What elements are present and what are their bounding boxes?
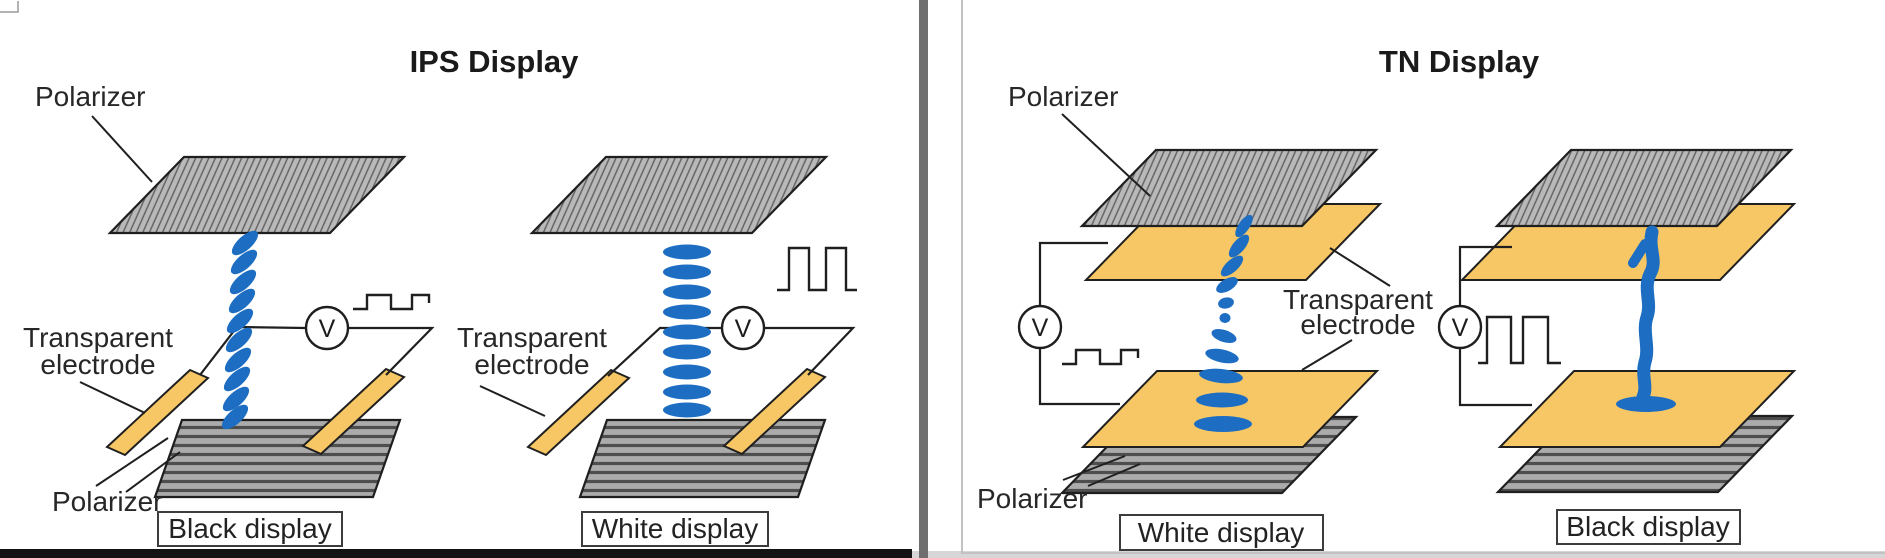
leader-line xyxy=(1062,455,1126,481)
liquid-crystal-twisted-helix xyxy=(1194,214,1253,432)
caption-box xyxy=(1119,514,1324,551)
leader-line xyxy=(1301,339,1353,371)
voltage-source xyxy=(304,305,350,351)
transparent-electrode-label-line1: Transparent xyxy=(1283,284,1433,315)
caption-box xyxy=(1556,509,1741,545)
leader-line xyxy=(91,115,153,183)
polarizer-bottom-label: Polarizer xyxy=(977,483,1087,514)
ips-panel-title: IPS Display xyxy=(410,44,580,79)
polarizer-bottom-label: Polarizer xyxy=(52,486,162,517)
wire-right xyxy=(348,326,435,376)
tn-white-display-diagram: V White display xyxy=(1017,148,1383,551)
top-polarizer xyxy=(1494,148,1794,228)
ips-white-display-diagram: V White display xyxy=(526,155,857,547)
wire-right xyxy=(764,326,856,376)
caption-box xyxy=(581,511,769,547)
caption-box xyxy=(157,511,343,547)
leader-line xyxy=(1087,463,1141,487)
ips-black-display-diagram: V Black display xyxy=(105,155,435,547)
electrode-bar-right xyxy=(301,367,406,456)
liquid-crystal-helix xyxy=(221,230,259,430)
wire-bottom xyxy=(1458,348,1532,407)
leader-line xyxy=(125,451,181,493)
transparent-electrode-label-line1: Transparent xyxy=(23,322,173,353)
electrode-bar-right xyxy=(722,367,827,456)
electrode-bar-left xyxy=(105,368,210,457)
low-voltage-waveform-icon xyxy=(1062,348,1140,366)
wire-top xyxy=(1038,241,1108,306)
voltage-source-label: V xyxy=(319,315,336,343)
caption: White display xyxy=(1138,517,1305,548)
leader-line xyxy=(95,437,169,487)
liquid-crystal-stack xyxy=(663,244,711,418)
liquid-crystal-vertical-aligned xyxy=(1616,225,1676,412)
transparent-electrode-label2-line1: Transparent xyxy=(457,322,607,353)
high-voltage-waveform-icon xyxy=(777,246,857,292)
bottom-frame-bar-left xyxy=(0,549,912,558)
polarizer-top-label: Polarizer xyxy=(1008,81,1118,112)
leader-line xyxy=(1061,113,1151,197)
voltage-source-label: V xyxy=(1032,314,1049,342)
ips-panel: IPS Display V xyxy=(23,44,857,547)
voltage-source xyxy=(1017,304,1063,350)
polarizer-top-label: Polarizer xyxy=(35,81,145,112)
leader-line xyxy=(479,385,546,417)
leader-line xyxy=(1329,247,1391,287)
bottom-frame-bar-right xyxy=(912,551,1885,558)
voltage-source-label: V xyxy=(735,315,752,343)
top-polarizer xyxy=(529,155,829,235)
voltage-source-label: V xyxy=(1452,314,1469,342)
top-polarizer xyxy=(1079,148,1379,228)
tn-panel: TN Display V xyxy=(977,44,1797,551)
wire-left xyxy=(199,325,307,376)
bottom-polarizer xyxy=(153,418,402,499)
tn-black-display-diagram: V Black display xyxy=(1437,148,1797,545)
tn-panel-border xyxy=(961,0,1885,554)
caption: White display xyxy=(592,513,759,544)
caption: Black display xyxy=(1566,511,1729,542)
high-voltage-waveform-icon xyxy=(1478,315,1561,365)
electrode-bar-left xyxy=(526,368,631,457)
leader-line xyxy=(79,381,146,414)
panel-divider xyxy=(919,0,928,558)
bottom-polarizer xyxy=(578,418,827,499)
corner-artifact xyxy=(0,1,19,13)
voltage-source xyxy=(720,305,766,351)
transparent-electrode-label-line2: electrode xyxy=(40,349,155,380)
transparent-electrode-label-line2: electrode xyxy=(1300,309,1415,340)
voltage-source xyxy=(1437,304,1483,350)
wire-bottom xyxy=(1038,348,1120,406)
top-polarizer xyxy=(107,155,407,235)
low-voltage-waveform-icon xyxy=(353,293,431,311)
tn-panel-title: TN Display xyxy=(1379,44,1540,79)
wire-top xyxy=(1458,245,1512,306)
transparent-electrode-label2-line2: electrode xyxy=(474,349,589,380)
electrode-plate-bottom xyxy=(1080,370,1380,448)
caption: Black display xyxy=(168,513,331,544)
